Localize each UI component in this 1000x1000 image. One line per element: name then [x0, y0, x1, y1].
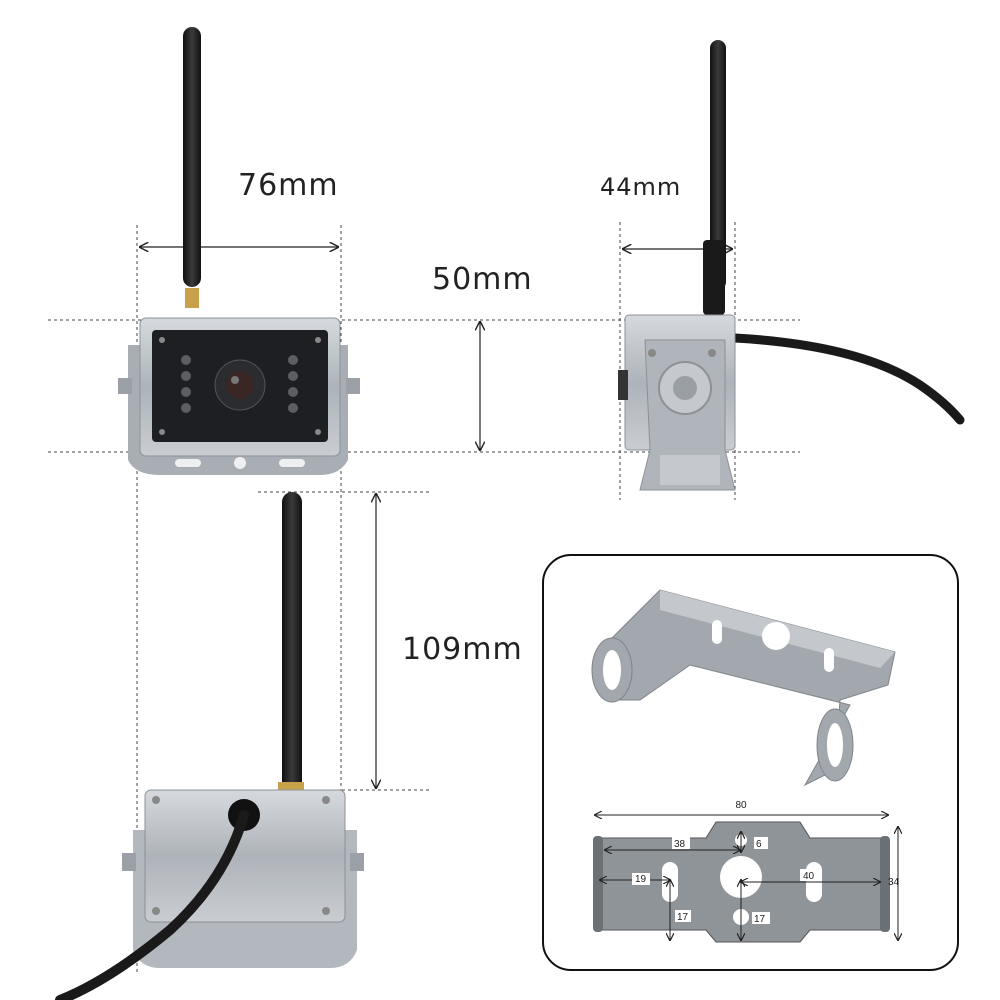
- bracket-3d-view: [591, 589, 896, 787]
- total-height-dimension-label: 109mm: [402, 632, 523, 667]
- bracket-dimension-labels: 80 34 38 6 19 40 17 17: [632, 800, 900, 925]
- bracket-left-offset-label: 38: [674, 839, 686, 850]
- cable-icon: [55, 810, 249, 1000]
- bracket-slot-left-label: 19: [635, 874, 647, 885]
- width-dimension-label: 76mm: [238, 168, 339, 203]
- camera-rear-view: [55, 492, 364, 1000]
- camera-front-view: [118, 27, 360, 475]
- antenna-icon: [282, 492, 302, 792]
- bracket-slot-height-left-label: 17: [677, 912, 689, 923]
- antenna-icon: [710, 40, 726, 290]
- bracket-hole-top-label: 6: [756, 839, 762, 850]
- antenna-icon: [183, 27, 201, 287]
- bracket-slot-right-label: 40: [803, 871, 815, 882]
- camera-side-view: [618, 40, 965, 491]
- bracket-slot-height-center-label: 17: [754, 914, 766, 925]
- depth-dimension-label: 44mm: [600, 173, 682, 201]
- height-dimension-label: 50mm: [432, 262, 533, 297]
- bracket-length-label: 80: [735, 800, 747, 811]
- bracket-detail-panel: 80 34 38 6 19 40 17 17: [542, 554, 959, 971]
- bracket-height-label: 34: [888, 877, 900, 888]
- cable-icon: [730, 333, 965, 425]
